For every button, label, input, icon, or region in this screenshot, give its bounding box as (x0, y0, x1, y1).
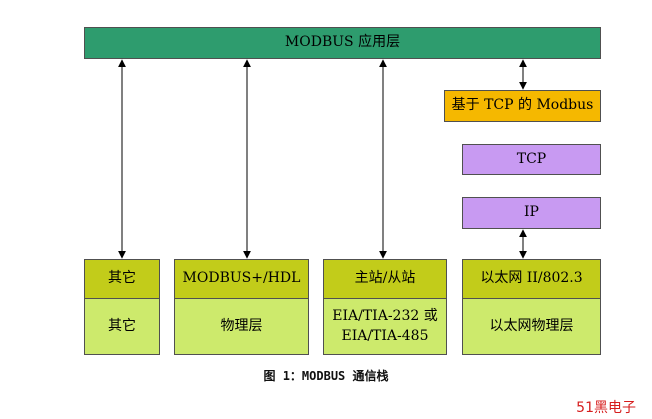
stack-master-slave-top: 主站/从站 (323, 259, 447, 299)
figure-caption: 图 1：MODBUS 通信栈 (263, 369, 389, 383)
stack-modbus-plus-top: MODBUS+/HDL (174, 259, 309, 299)
stack-ethernet-top: 以太网 II/802.3 (462, 259, 601, 299)
modbus-application-layer: MODBUS 应用层 (84, 27, 601, 59)
tcp-modbus-layer: 基于 TCP 的 Modbus (444, 90, 601, 122)
stack-ethernet-bottom: 以太网物理层 (462, 298, 601, 355)
watermark: 51黑电子 (576, 400, 636, 416)
stack-other-bottom: 其它 (84, 298, 160, 355)
stack-other-top: 其它 (84, 259, 160, 299)
stack-modbus-plus-bottom: 物理层 (174, 298, 309, 355)
ip-layer: IP (462, 197, 601, 229)
stack-master-slave-bottom: EIA/TIA-232 或 EIA/TIA-485 (323, 298, 447, 355)
tcp-layer: TCP (462, 144, 601, 175)
